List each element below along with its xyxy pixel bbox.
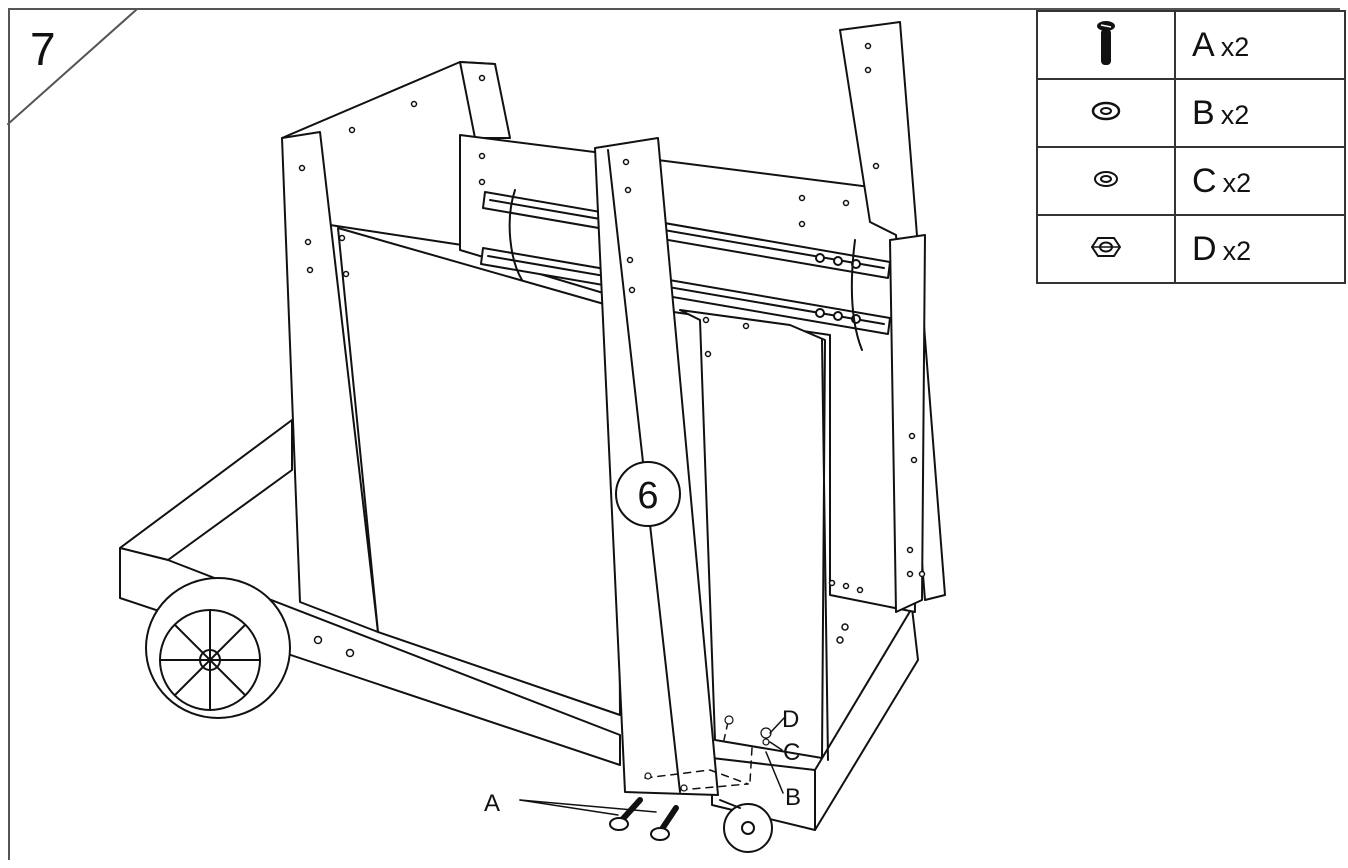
part-number-6: 6 [637,475,658,517]
parts-icon-cell [1036,78,1176,148]
bolt-icon [1097,20,1115,65]
large-washer-icon [1091,101,1121,120]
parts-qty: x2 [1222,235,1252,266]
step-corner-line [7,9,137,125]
front-panel-right [679,309,826,759]
part-number-circle [615,461,681,527]
callout-d: D [782,706,799,733]
parts-icon-cell [1036,10,1176,80]
small-washer-icon [1094,170,1118,187]
parts-qty: x2 [1220,31,1250,62]
wheel [145,577,291,719]
front-panel [337,227,621,716]
parts-icon-cell [1036,214,1176,284]
bolt-heads [609,817,670,841]
slide-bracket-right [850,239,863,351]
parts-qty: x2 [1220,99,1250,130]
page-frame [8,8,1340,860]
step-number: 7 [30,23,56,75]
callout-b: B [785,784,801,811]
callout-a: A [484,790,500,817]
parts-icon-cell [1036,146,1176,216]
panel-edge [821,339,829,761]
caster-wheel [719,799,773,853]
callout-c: C [783,739,800,766]
drawer-slide-upper [482,191,891,279]
drawer-slide-lower [480,247,891,335]
bolts [617,797,679,835]
mounting-holes [298,42,926,658]
slide-bracket-left [508,189,523,281]
parts-letter: D [1192,229,1217,268]
parts-letter: B [1192,93,1215,132]
parts-letter: C [1192,161,1217,200]
parts-letter: A [1192,25,1215,64]
back-panel [281,61,511,246]
hex-nut-icon [1090,236,1122,257]
install-guide-lines [644,721,753,791]
parts-qty: x2 [1222,167,1252,198]
washers-nuts [644,715,772,792]
callout-leaders [519,717,785,816]
right-side-rail [889,234,926,613]
